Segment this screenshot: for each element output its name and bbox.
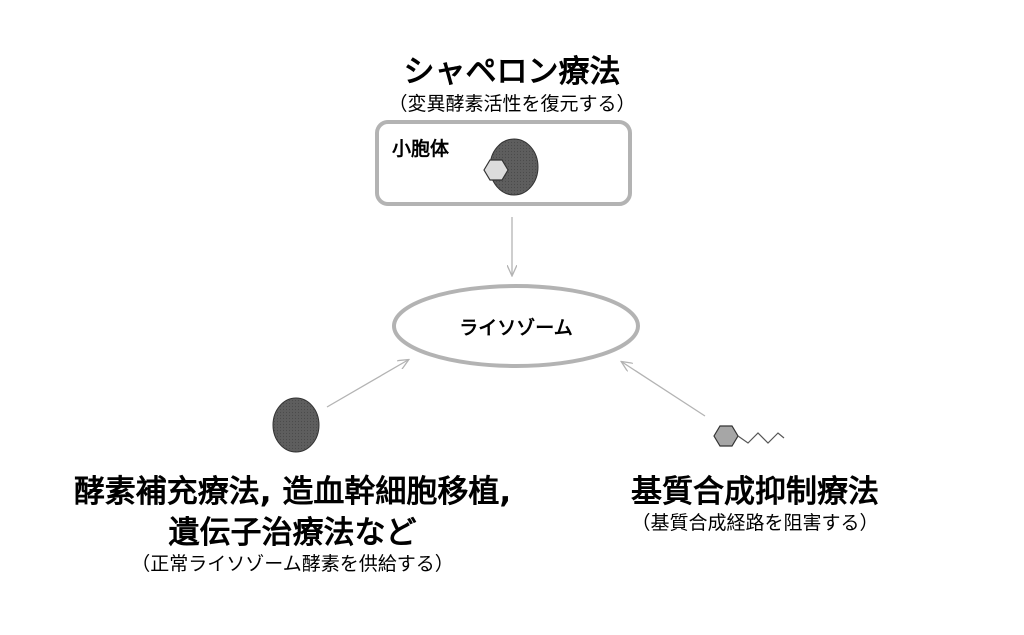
arrow-enzyme-to-lysosome — [326, 360, 408, 408]
substrate-reduction-subtitle: （基質合成経路を阻害する） — [631, 512, 879, 534]
lysosome-ellipse — [392, 284, 640, 368]
enzyme-replacement-title-line2: 遺伝子治療法など — [168, 515, 417, 551]
substrate-chain-icon — [737, 432, 785, 444]
er-label: 小胞体 — [392, 138, 450, 160]
arrow-substrate-to-lysosome — [622, 362, 706, 417]
replacement-enzyme-shape — [272, 397, 320, 453]
substrate-hexagon-icon — [713, 425, 739, 447]
enzyme-replacement-title-line1: 酵素補充療法, 造血幹細胞移植, — [73, 474, 512, 510]
lysosome-label: ライソゾーム — [459, 317, 573, 339]
chaperone-hexagon-icon — [483, 159, 509, 181]
chaperone-therapy-title: シャペロン療法 — [403, 54, 621, 90]
enzyme-replacement-subtitle: （正常ライソゾーム酵素を供給する） — [131, 553, 454, 575]
substrate-reduction-title: 基質合成抑制療法 — [631, 474, 879, 510]
chaperone-therapy-subtitle: （変異酵素活性を復元する） — [388, 93, 636, 115]
